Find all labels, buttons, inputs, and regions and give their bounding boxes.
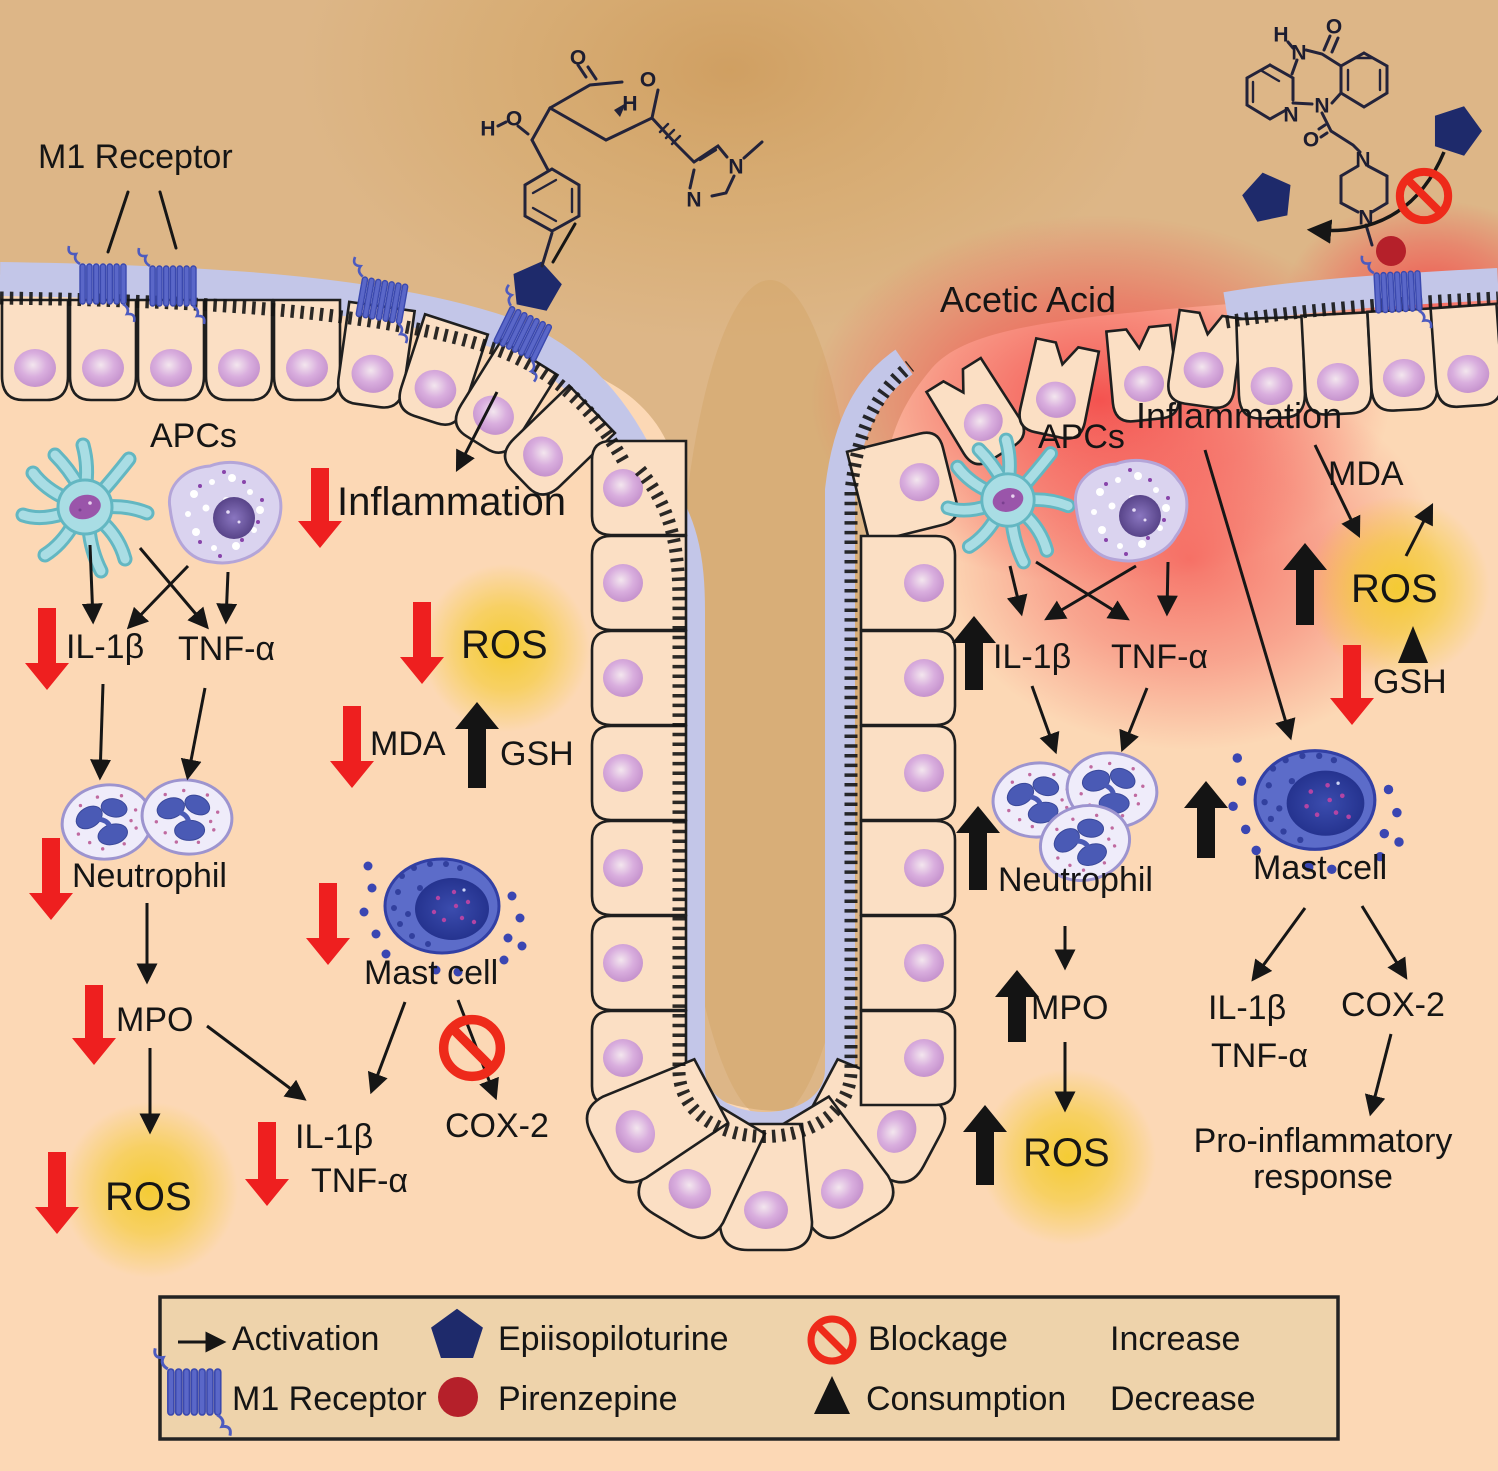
- macrophage-cell: [1073, 459, 1189, 563]
- activation-arrow: [367, 1001, 407, 1095]
- increase-arrow: [956, 806, 1000, 890]
- decrease-arrow: [400, 602, 444, 684]
- increase-arrow: [995, 970, 1039, 1042]
- activation-arrow: [1251, 907, 1307, 982]
- atom-label: H: [1273, 23, 1288, 46]
- ros-glow: [62, 496, 1490, 1278]
- activation-arrow: [1035, 560, 1130, 621]
- decrease-arrow: [298, 468, 342, 548]
- activation-arrow: [1404, 502, 1434, 557]
- activation-arrow: [1360, 905, 1408, 980]
- activation-arrow: [1203, 449, 1296, 741]
- atom-label: H: [622, 92, 637, 115]
- activation-arrow: [1044, 564, 1137, 621]
- atom-label: H: [480, 117, 495, 140]
- atom-label: O: [1303, 128, 1319, 151]
- atom-label: N: [686, 188, 701, 211]
- activation-arrow: [138, 547, 209, 630]
- epiisopiloturine-structure: [496, 63, 764, 268]
- decrease-arrow: [306, 883, 350, 965]
- activation-arrow: [1156, 561, 1178, 617]
- atom-label: N: [1283, 103, 1298, 126]
- atom-label: O: [506, 107, 522, 130]
- activation-arrow: [1313, 444, 1361, 539]
- decrease-arrow: [25, 608, 69, 690]
- atom-label: O: [570, 46, 586, 69]
- increase-arrow: [952, 616, 996, 690]
- activation-arrow: [126, 564, 190, 630]
- atom-label: N: [1314, 94, 1329, 117]
- activation-arrow: [180, 687, 207, 781]
- microvilli: [0, 291, 1498, 1143]
- consumption-triangle-icon: [814, 1376, 850, 1414]
- pirenzepine-structure: [1245, 34, 1389, 247]
- atom-label: O: [640, 68, 656, 91]
- activation-arrow: [1364, 1033, 1393, 1117]
- decrease-arrow: [72, 985, 116, 1065]
- activation-arrow: [216, 571, 238, 625]
- decrease-arrow: [245, 1122, 289, 1206]
- atom-label: N: [728, 155, 743, 178]
- increase-arrow: [1184, 781, 1228, 858]
- consumption-triangle-icon: [1398, 626, 1428, 663]
- atom-label: N: [1291, 41, 1306, 64]
- activation-arrow: [455, 391, 499, 473]
- macrophage-cell: [167, 461, 283, 565]
- pirenzepine-circle-icon: [438, 1377, 478, 1417]
- increase-arrow: [455, 702, 499, 788]
- legend-box: [153, 1295, 1340, 1441]
- atom-label: O: [1326, 15, 1342, 38]
- activation-arrow: [1030, 685, 1060, 755]
- pointer-lines: [106, 190, 577, 264]
- increase-arrow: [1283, 543, 1327, 625]
- lumen-depth-shading: [675, 280, 865, 1120]
- activation-arrow: [1119, 687, 1149, 753]
- increase-arrow: [963, 1105, 1007, 1185]
- activation-arrow: [1006, 565, 1028, 617]
- pirenzepine-circle-icon: [1376, 236, 1406, 266]
- activation-arrow: [81, 544, 103, 625]
- activation-arrow: [206, 1024, 307, 1101]
- decrease-arrow: [330, 706, 374, 788]
- decrease-arrow: [35, 1152, 79, 1234]
- decrease-arrow: [29, 838, 73, 920]
- decrease-arrow: [1330, 645, 1374, 725]
- activation-arrow: [90, 683, 112, 781]
- atom-label: N: [1355, 148, 1370, 171]
